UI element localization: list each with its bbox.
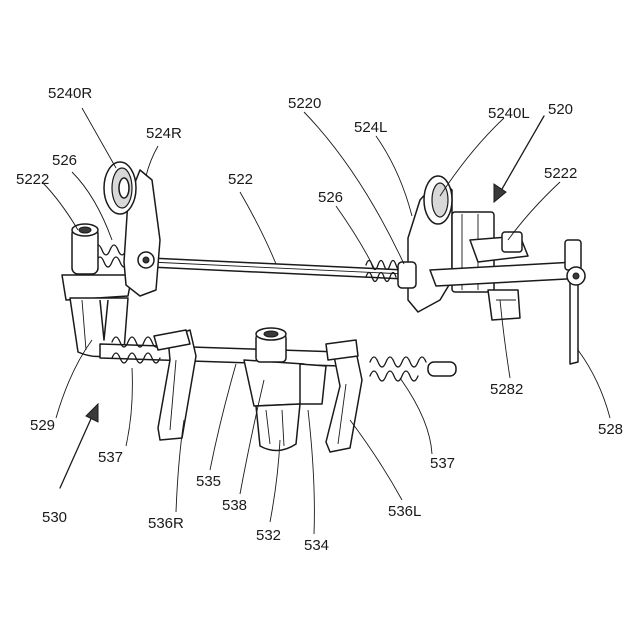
label-5240L: 5240L [488, 106, 530, 121]
label-530: 530 [42, 510, 67, 525]
label-5222-right: 5222 [16, 172, 49, 187]
label-528: 528 [598, 422, 623, 437]
label-5220: 5220 [288, 96, 321, 111]
label-526-right: 526 [52, 153, 77, 168]
label-535: 535 [196, 474, 221, 489]
label-537-right: 537 [98, 450, 123, 465]
label-520: 520 [548, 102, 573, 117]
fork-536R [154, 330, 196, 440]
housing-5222-right [62, 224, 132, 300]
label-536R: 536R [148, 516, 184, 531]
label-538: 538 [222, 498, 247, 513]
fork-536L [326, 340, 362, 452]
label-529: 529 [30, 418, 55, 433]
label-532: 532 [256, 528, 281, 543]
label-5240R: 5240R [48, 86, 92, 101]
label-522: 522 [228, 172, 253, 187]
spring-537-left [370, 357, 456, 381]
label-536L: 536L [388, 504, 421, 519]
label-5282: 5282 [490, 382, 523, 397]
arrow-520 [494, 116, 544, 202]
arrow-530 [60, 404, 98, 488]
label-537-left: 537 [430, 456, 455, 471]
label-5222-left: 5222 [544, 166, 577, 181]
label-524L: 524L [354, 120, 387, 135]
bracket-534 [300, 364, 326, 404]
label-534: 534 [304, 538, 329, 553]
label-524R: 524R [146, 126, 182, 141]
tube-535 [100, 344, 340, 366]
label-526-left: 526 [318, 190, 343, 205]
actuator-532 [244, 328, 304, 451]
